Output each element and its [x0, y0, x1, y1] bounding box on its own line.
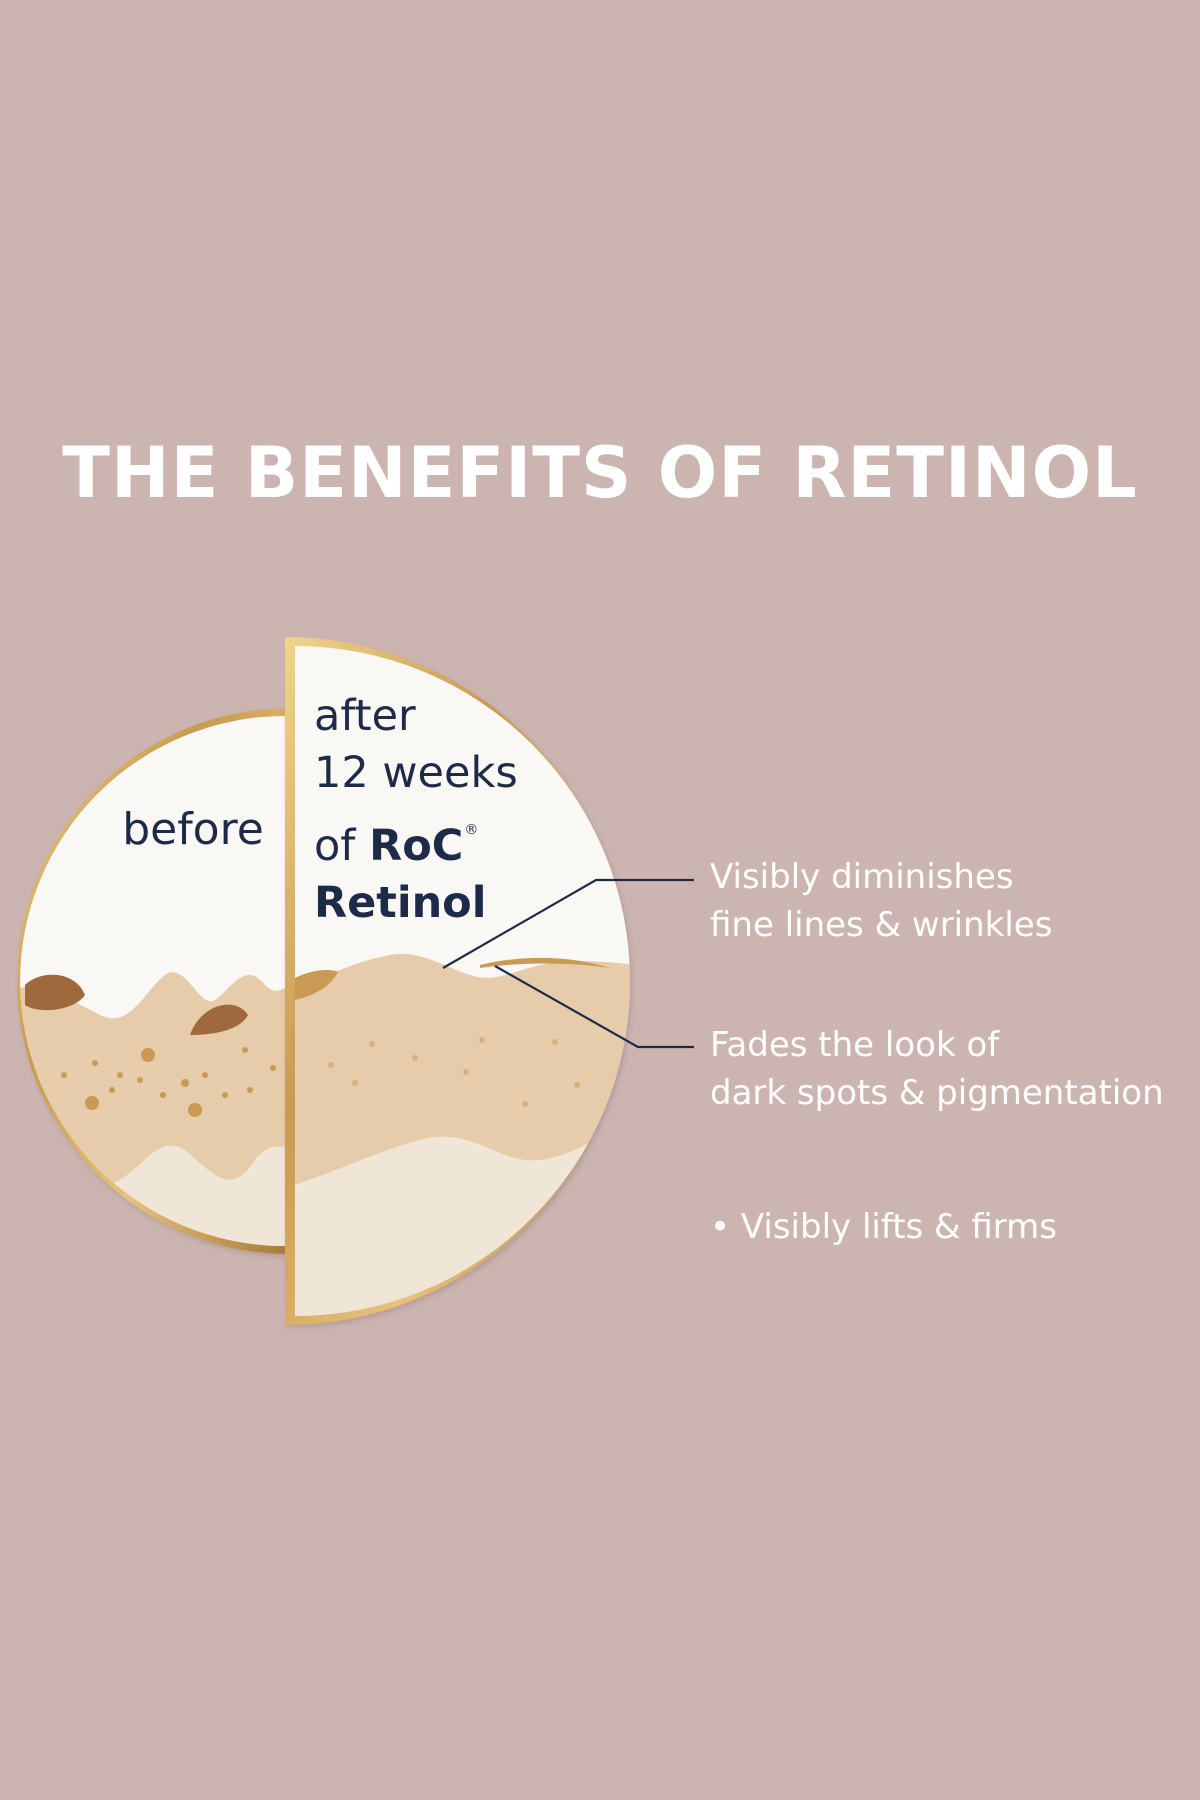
- after-pigment-dots: [328, 1037, 580, 1107]
- after-label-prefix: of: [314, 821, 370, 871]
- benefit-lifts-firms: • Visibly lifts & firms: [710, 1203, 1057, 1251]
- benefit-fine-lines-line-1: Visibly diminishes: [710, 857, 1014, 897]
- registered-mark: ®: [464, 822, 479, 838]
- after-label-line-2: 12 weeks: [314, 748, 518, 798]
- benefit-dark-spots-line-2: dark spots & pigmentation: [710, 1073, 1164, 1113]
- after-fine-line: [480, 957, 610, 968]
- before-half-disc: [17, 708, 290, 1254]
- benefit-fine-lines: Visibly diminishes fine lines & wrinkles: [710, 853, 1052, 949]
- page-title: THE BENEFITS OF RETINOL: [62, 432, 1138, 514]
- before-wrinkle-2: [190, 1004, 248, 1035]
- benefit-dark-spots-line-1: Fades the look of: [710, 1025, 1000, 1065]
- benefit-dark-spots: Fades the look of dark spots & pigmentat…: [710, 1021, 1164, 1117]
- after-label: after 12 weeks of RoC® Retinol: [314, 688, 544, 932]
- callout-line-fine-lines: [442, 878, 694, 969]
- callout-line-dark-spots: [494, 965, 694, 1049]
- before-pigment-dots: [61, 1047, 276, 1117]
- after-label-line-1: after: [314, 691, 416, 741]
- before-wrinkle-1: [25, 974, 85, 1011]
- after-label-line-4: Retinol: [314, 878, 487, 928]
- benefit-fine-lines-line-2: fine lines & wrinkles: [710, 905, 1053, 945]
- benefit-lifts-firms-line-1: • Visibly lifts & firms: [710, 1207, 1058, 1247]
- after-label-line-3: of RoC®: [314, 802, 544, 875]
- before-label: before: [122, 804, 264, 855]
- after-wrinkle-1: [295, 970, 338, 1000]
- callout-lines: [442, 878, 694, 1049]
- brand-name: RoC: [369, 821, 464, 871]
